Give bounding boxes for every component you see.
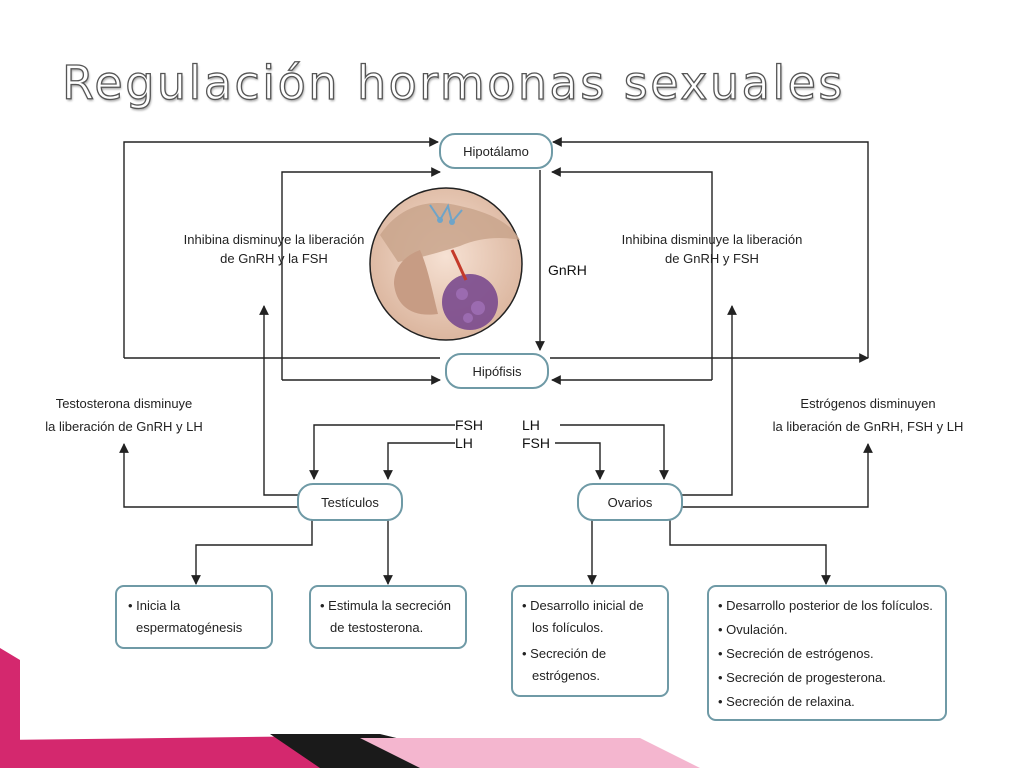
hypothalamus-node: Hipotálamo — [439, 133, 553, 169]
pituitary-node: Hipófisis — [445, 353, 549, 389]
svg-text:de GnRH y la FSH: de GnRH y la FSH — [220, 251, 328, 266]
svg-text:• Estimula la secreción: • Estimula la secreción — [320, 598, 451, 613]
svg-text:Testosterona disminuye: Testosterona disminuye — [56, 396, 193, 411]
right-inhibin-label: Inhibina disminuye la liberación de GnRH… — [622, 232, 803, 266]
svg-text:Inhibina disminuye la liberaci: Inhibina disminuye la liberación — [184, 232, 365, 247]
ovaries-label: Ovarios — [608, 495, 653, 510]
svg-text:la liberación de GnRH y LH: la liberación de GnRH y LH — [45, 419, 203, 434]
gnrh-label: GnRH — [548, 262, 587, 278]
svg-text:de testosterona.: de testosterona. — [330, 620, 423, 635]
svg-text:espermatogénesis: espermatogénesis — [136, 620, 243, 635]
svg-text:LH: LH — [522, 417, 540, 433]
fsh-lh-to-testes-label: FSH LH — [455, 417, 483, 451]
left-inhibin-label: Inhibina disminuye la liberación de GnRH… — [184, 232, 365, 266]
svg-text:estrógenos.: estrógenos. — [532, 668, 600, 683]
svg-text:• Secreción de: • Secreción de — [522, 646, 606, 661]
svg-text:• Desarrollo inicial de: • Desarrollo inicial de — [522, 598, 644, 613]
brain-pituitary-illustration — [369, 187, 523, 341]
svg-text:Inhibina disminuye la liberaci: Inhibina disminuye la liberación — [622, 232, 803, 247]
svg-text:• Desarrollo posterior de los: • Desarrollo posterior de los folículos. — [718, 598, 933, 613]
svg-text:FSH: FSH — [455, 417, 483, 433]
svg-text:• Secreción de estrógenos.: • Secreción de estrógenos. — [718, 646, 874, 661]
testosterone-effect-box: • Estimula la secreción de testosterona. — [309, 585, 467, 649]
svg-text:la liberación de GnRH, FSH y L: la liberación de GnRH, FSH y LH — [773, 419, 964, 434]
pituitary-label: Hipófisis — [472, 364, 522, 379]
testes-label: Testículos — [321, 495, 379, 510]
svg-text:los folículos.: los folículos. — [532, 620, 604, 635]
svg-text:FSH: FSH — [522, 435, 550, 451]
svg-text:• Ovulación.: • Ovulación. — [718, 622, 788, 637]
svg-text:LH: LH — [455, 435, 473, 451]
svg-text:Estrógenos disminuyen: Estrógenos disminuyen — [800, 396, 935, 411]
decorative-swoosh — [0, 648, 700, 768]
estrogen-feedback-label: Estrógenos disminuyen la liberación de G… — [773, 396, 964, 434]
testosterone-feedback-label: Testosterona disminuye la liberación de … — [45, 396, 203, 434]
svg-text:• Inicia la: • Inicia la — [128, 598, 181, 613]
svg-text:de GnRH y FSH: de GnRH y FSH — [665, 251, 759, 266]
slide-title: Regulación hormonas sexuales — [61, 55, 845, 110]
spermatogenesis-effect-box: • Inicia la espermatogénesis — [115, 585, 273, 649]
svg-text:• Secreción de relaxina.: • Secreción de relaxina. — [718, 694, 855, 709]
hypothalamus-label: Hipotálamo — [463, 144, 529, 159]
follicles-later-effect-box: • Desarrollo posterior de los folículos.… — [707, 585, 947, 721]
lh-fsh-to-ovaries-label: LH FSH — [522, 417, 550, 451]
ovaries-node: Ovarios — [577, 483, 683, 521]
testes-node: Testículos — [297, 483, 403, 521]
connector-lines — [119, 137, 873, 585]
follicles-initial-effect-box: • Desarrollo inicial de los folículos. •… — [511, 585, 669, 697]
svg-text:• Secreción de progesterona.: • Secreción de progesterona. — [718, 670, 886, 685]
